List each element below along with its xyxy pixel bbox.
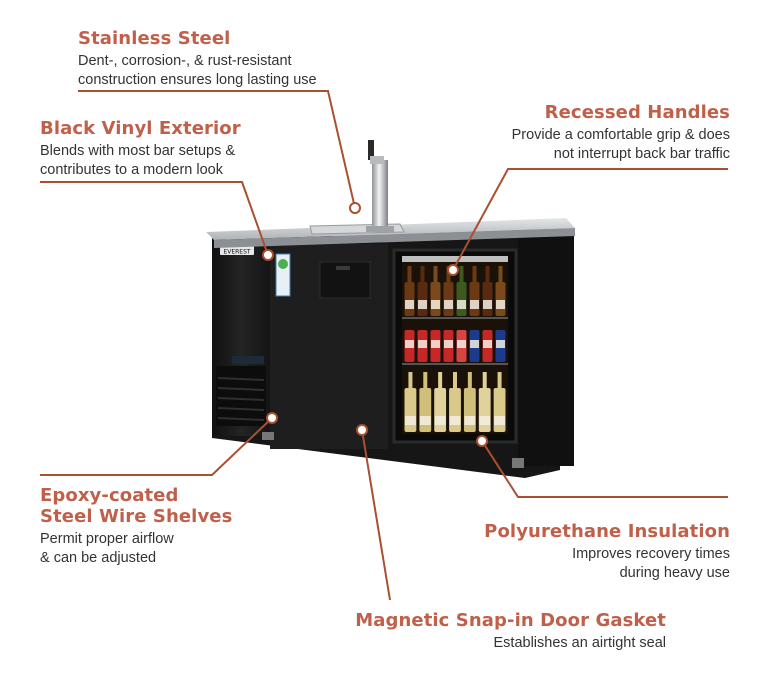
bottle-neck — [438, 372, 443, 389]
bottle — [404, 388, 417, 432]
bottle-neck — [497, 372, 502, 389]
bottle — [430, 282, 441, 316]
bottle — [404, 282, 415, 316]
callout-desc-line-2: construction ensures long lasting use — [78, 72, 317, 88]
callout-recessed-handles: Recessed Handles Provide a comfortable g… — [512, 102, 730, 164]
callout-desc-line-1: Provide a comfortable grip & does — [511, 127, 730, 143]
bottle-label — [449, 416, 461, 425]
vent-grill — [216, 356, 266, 426]
bottle-label — [431, 300, 440, 309]
bottle-label — [464, 416, 476, 425]
bottle-label — [434, 416, 446, 425]
bottle-neck — [467, 372, 472, 389]
bottle-label — [405, 340, 414, 348]
bottle-neck — [472, 266, 477, 283]
bottle-label — [496, 300, 505, 309]
bottle — [469, 282, 480, 316]
bottle-label — [418, 340, 427, 348]
bottle — [449, 388, 461, 432]
callout-desc-line-1: Permit proper airflow — [40, 531, 174, 547]
callout-title: Magnetic Snap-in Door Gasket — [355, 610, 666, 631]
callout-desc-line-1: Improves recovery times — [572, 546, 730, 562]
callout-desc-line-2: & can be adjusted — [40, 550, 157, 566]
callout-shelves: Epoxy-coated Steel Wire Shelves Permit p… — [40, 485, 232, 568]
bottle-label — [444, 300, 453, 309]
callout-desc-line-1: Dent-, corrosion-, & rust-resistant — [78, 53, 292, 69]
bottle-neck — [459, 266, 464, 283]
cabinet: EVEREST — [212, 236, 574, 478]
bottle — [443, 282, 454, 316]
callout-title: Polyurethane Insulation — [484, 521, 730, 542]
leader-lines — [40, 90, 728, 601]
bottle — [456, 282, 467, 316]
bottle-group — [404, 266, 506, 432]
callout-title: Stainless Steel — [78, 28, 231, 49]
bottle-neck — [420, 266, 425, 283]
bottle-label — [418, 300, 427, 309]
bottle-label — [405, 300, 414, 309]
bottle — [463, 388, 476, 432]
bottle-label — [431, 340, 440, 348]
bottle-label — [470, 300, 479, 309]
bottle — [434, 388, 447, 432]
callout-desc-line-2: contributes to a modern look — [40, 162, 223, 178]
bottle-neck — [407, 266, 412, 283]
bottle — [417, 282, 428, 316]
brand-badge: EVEREST — [223, 249, 250, 256]
bottle-label — [419, 416, 431, 425]
bottle-label — [405, 416, 416, 425]
callout-door-gasket: Magnetic Snap-in Door Gasket Establishes… — [355, 610, 666, 653]
callout-desc-line-2: during heavy use — [619, 565, 730, 581]
bottle-label — [479, 416, 491, 425]
callout-desc-line-2: not interrupt back bar traffic — [553, 146, 730, 162]
bottle-label — [470, 340, 479, 348]
callout-desc-line-1: Establishes an airtight seal — [493, 635, 667, 651]
bottle-label — [457, 300, 466, 309]
callout-title: Recessed Handles — [544, 102, 730, 123]
bottle-label — [496, 340, 505, 348]
bottle-neck — [408, 372, 413, 389]
bottle-label — [483, 300, 492, 309]
bottle-label — [444, 340, 453, 348]
bottle-neck — [482, 372, 487, 389]
bottle-label — [483, 340, 492, 348]
bottle-neck — [423, 372, 428, 389]
bottle-neck — [498, 266, 503, 283]
tap-tower — [366, 140, 394, 232]
bottle — [482, 282, 493, 316]
bottle — [493, 388, 506, 432]
callout-desc-line-1: Blends with most bar setups & — [40, 143, 236, 159]
leader-dots — [262, 202, 488, 447]
callout-black-vinyl: Black Vinyl Exterior Blends with most ba… — [40, 118, 241, 180]
callout-insulation: Polyurethane Insulation Improves recover… — [484, 521, 730, 583]
bottle-label — [494, 416, 505, 425]
bottle-neck — [446, 266, 451, 283]
bottle-neck — [485, 266, 490, 283]
bottle — [478, 388, 491, 432]
callout-title: Black Vinyl Exterior — [40, 118, 241, 139]
callout-title-line-2: Steel Wire Shelves — [40, 506, 233, 527]
bottle-neck — [433, 266, 438, 283]
bottle-label — [457, 340, 466, 348]
bottle-neck — [453, 372, 457, 389]
callout-stainless-steel: Stainless Steel Dent-, corrosion-, & rus… — [78, 28, 317, 90]
bottle — [419, 388, 432, 432]
callout-title-line-1: Epoxy-coated — [40, 485, 179, 506]
bottle — [495, 282, 506, 316]
